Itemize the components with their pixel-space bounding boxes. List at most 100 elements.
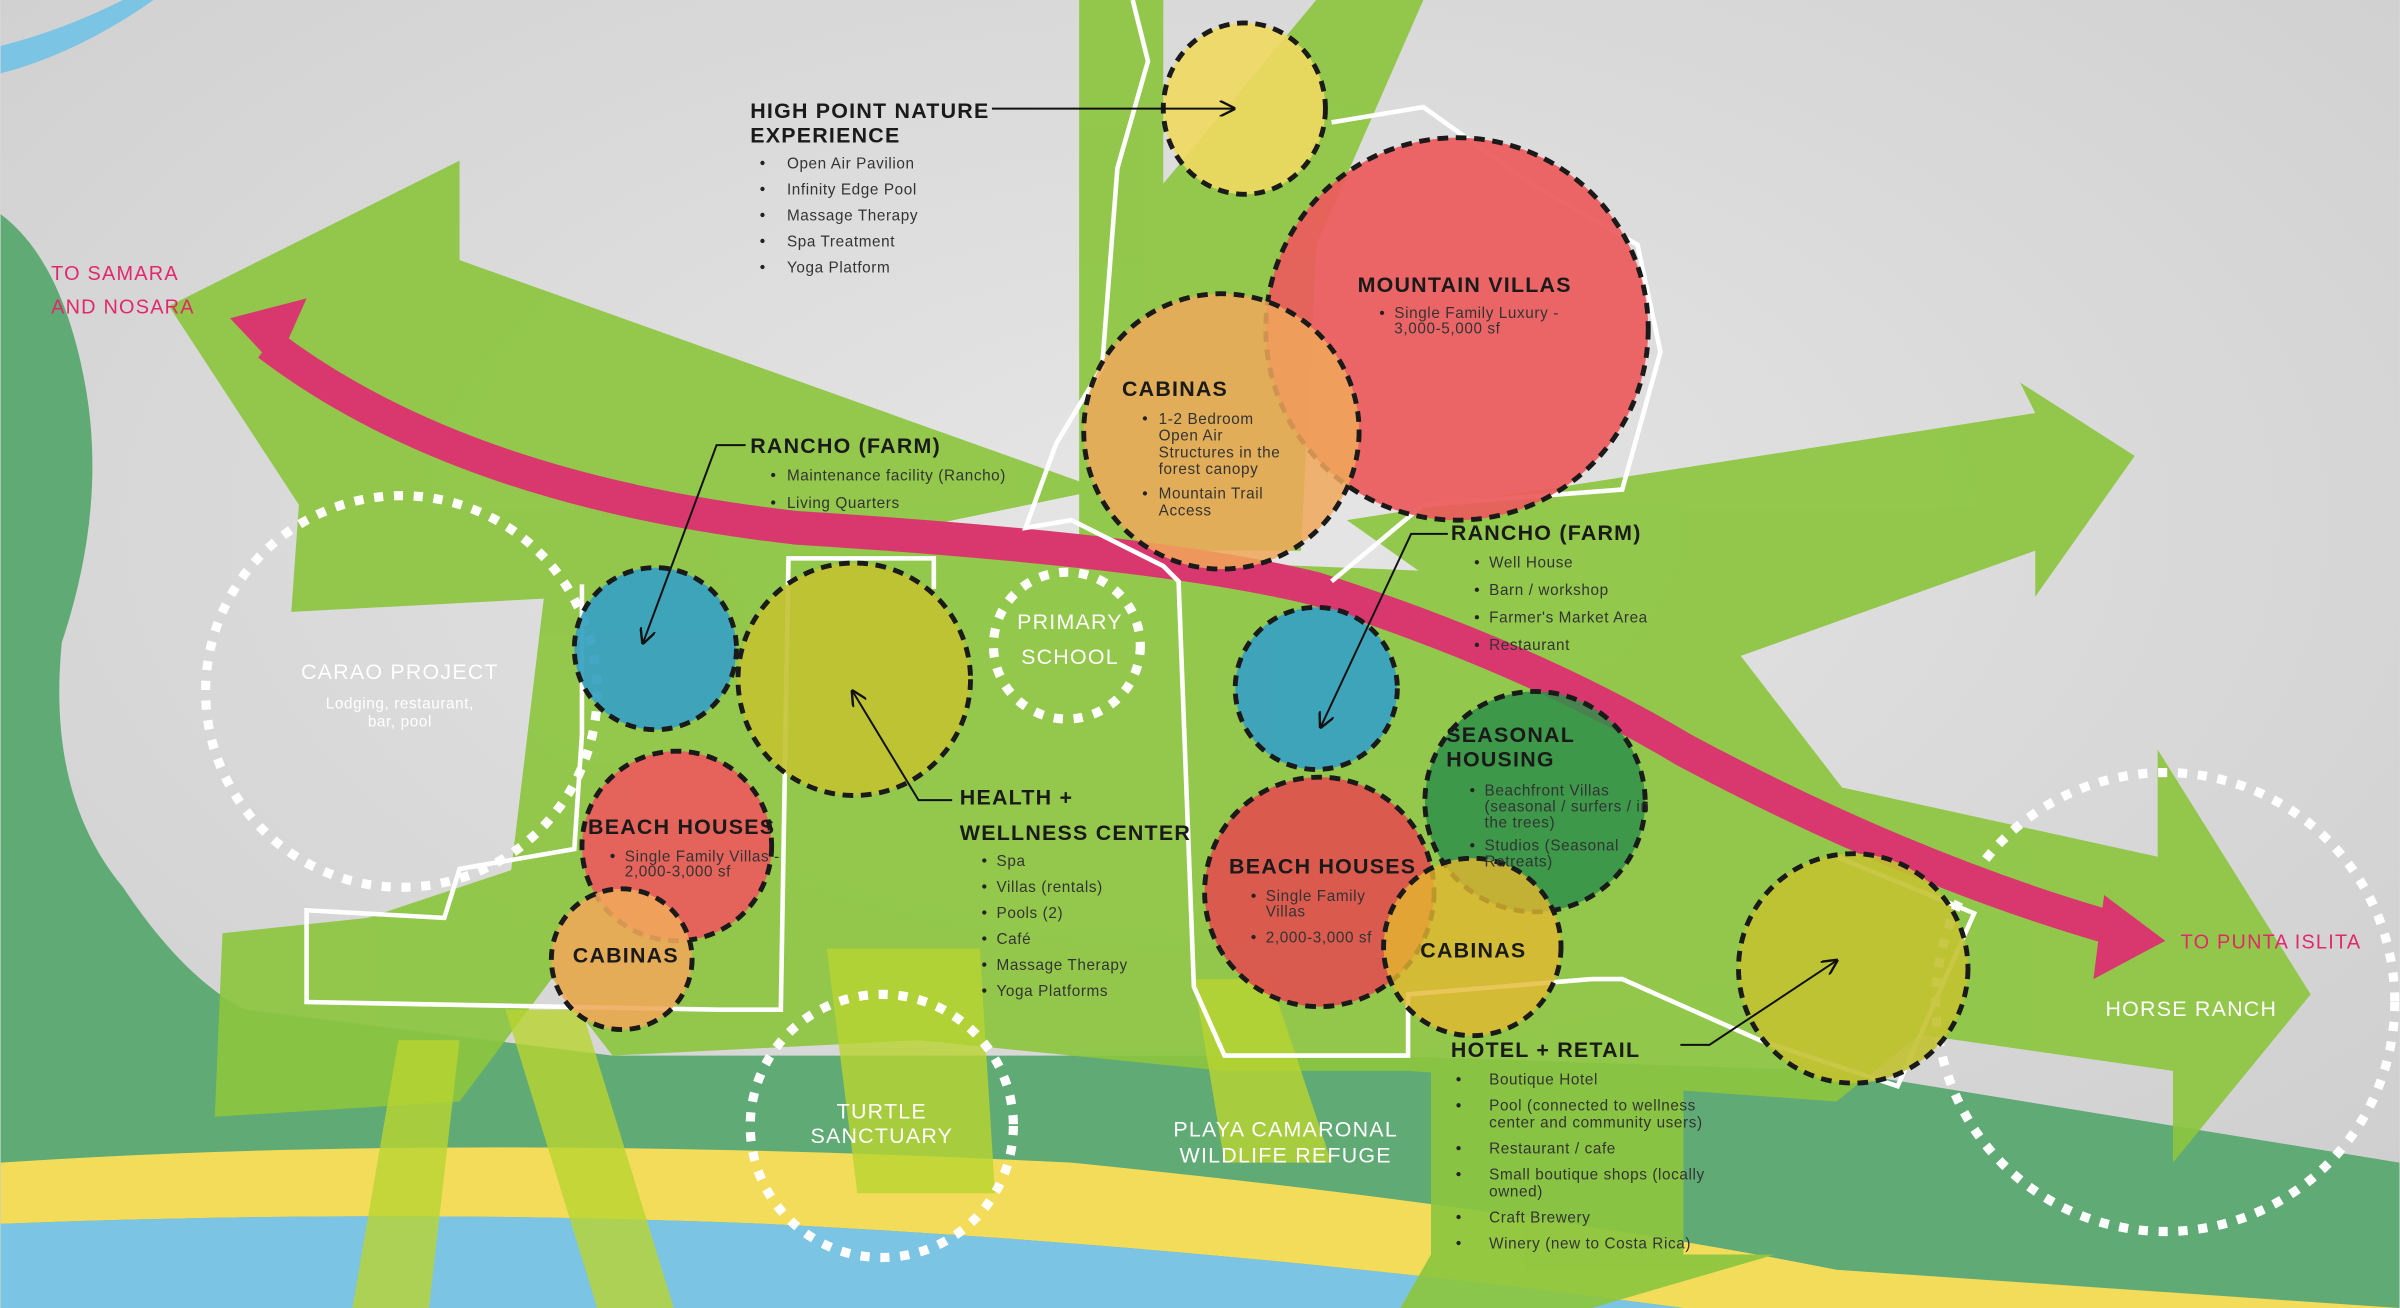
arrow-south-2 <box>352 1040 460 1308</box>
zone-cabinas-west[interactable] <box>548 886 695 1033</box>
rancho-east-title: RANCHO (FARM) <box>1451 521 1642 545</box>
primary-school-label-1: PRIMARY <box>1017 610 1123 634</box>
bullet-icon <box>1470 843 1475 848</box>
turtle-label-2: SANCTUARY <box>810 1124 953 1148</box>
list-item-text: Open Air Pavilion <box>787 155 915 172</box>
list-item-text: Restaurant / cafe <box>1489 1140 1616 1157</box>
primary-school-label-2: SCHOOL <box>1021 645 1119 669</box>
mountain-villas-title: MOUNTAIN VILLAS <box>1358 273 1572 297</box>
to-nosara-label: AND NOSARA <box>51 297 195 319</box>
road-arrowhead-west <box>230 298 307 368</box>
bullet-icon <box>982 962 987 967</box>
zone-cabinas-mountain[interactable] <box>1081 291 1362 572</box>
road-arrowhead-east <box>2093 894 2166 980</box>
list-item-text: Access <box>1159 503 1212 520</box>
list-item-text: Single Family Villas - <box>625 848 780 865</box>
bullet-icon <box>1251 893 1256 898</box>
bullet-icon <box>1142 491 1148 496</box>
list-item-text: Yoga Platform <box>787 259 890 276</box>
list-item-text: 2,000-3,000 sf <box>625 864 731 881</box>
rancho-west-list: Maintenance facility (Rancho)Living Quar… <box>771 467 1006 512</box>
bullet-icon <box>1379 310 1385 315</box>
list-item-text: Pools (2) <box>997 905 1064 922</box>
list-item-text: Boutique Hotel <box>1489 1072 1598 1089</box>
arrow-south-hotel <box>1400 1024 1776 1308</box>
list-item-text: Winery (new to Costa Rica) <box>1489 1235 1691 1252</box>
bullet-icon <box>760 186 765 192</box>
to-punta-islita-label: TO PUNTA ISLITA <box>2181 931 2362 953</box>
list-item-text: Spa <box>997 853 1026 870</box>
list-item-text: 3,000-5,000 sf <box>1394 321 1500 338</box>
bullet-icon <box>1456 1103 1461 1108</box>
bullet-icon <box>1456 1240 1461 1246</box>
zone-rancho-east[interactable] <box>1232 604 1400 772</box>
cabinas-east-title: CABINAS <box>1420 939 1526 963</box>
list-item-text: Massage Therapy <box>787 207 918 224</box>
playa-label-2: WILDLIFE REFUGE <box>1180 1144 1392 1168</box>
list-item-text: Massage Therapy <box>997 957 1128 974</box>
zone-rancho-west[interactable] <box>571 565 739 733</box>
bullet-icon <box>982 910 987 915</box>
bullet-icon <box>760 160 765 166</box>
list-item-text: Infinity Edge Pool <box>787 181 917 198</box>
horse-ranch-label: HORSE RANCH <box>2105 997 2277 1021</box>
bullet-icon <box>1456 1214 1461 1220</box>
bullet-icon <box>982 936 987 941</box>
bullet-icon <box>1456 1077 1461 1082</box>
list-item-text: Open Air <box>1159 428 1223 445</box>
list-item-text: Farmer's Market Area <box>1489 610 1648 627</box>
list-item-text: 1-2 Bedroom <box>1159 411 1254 428</box>
bullet-icon <box>1474 615 1480 620</box>
carao-title: CARAO PROJECT <box>301 660 499 684</box>
carao-desc-2: bar, pool <box>368 714 432 731</box>
main-road <box>258 330 2124 947</box>
list-item-text: Small boutique shops (locally <box>1489 1166 1705 1183</box>
health-title-2: WELLNESS CENTER <box>960 821 1191 845</box>
bullet-icon <box>982 858 987 863</box>
list-item-text: the trees) <box>1485 815 1556 832</box>
list-item-text: Villas <box>1266 903 1306 920</box>
list-item-text: Maintenance facility (Rancho) <box>787 467 1006 484</box>
arrow-southwest <box>214 856 552 1117</box>
zone-health-wellness[interactable] <box>735 560 973 798</box>
bullet-icon <box>1456 1171 1461 1177</box>
bullet-icon <box>1470 788 1475 793</box>
bullet-icon <box>760 264 765 270</box>
list-item-text: Barn / workshop <box>1489 582 1609 599</box>
bullet-icon <box>1474 642 1480 647</box>
zone-hotel-retail[interactable] <box>1736 851 1971 1086</box>
bullet-icon <box>610 853 615 859</box>
high-point-title-1: HIGH POINT NATURE <box>750 99 989 123</box>
beach-houses-west-title: BEACH HOUSES <box>588 815 775 839</box>
zone-mountain-villas[interactable] <box>1263 135 1651 523</box>
list-item-text: Mountain Trail <box>1159 486 1264 503</box>
leader-health <box>853 691 953 802</box>
arrow-south-3 <box>826 948 996 1194</box>
playa-label-1: PLAYA CAMARONAL <box>1173 1118 1398 1142</box>
leader-rancho-east <box>1321 532 1448 727</box>
seasonal-title-1: SEASONAL <box>1446 723 1575 747</box>
bullet-icon <box>1142 416 1148 421</box>
list-item-text: Villas (rentals) <box>997 879 1103 896</box>
beach-houses-west-list: Single Family Villas -2,000-3,000 sf <box>610 848 780 881</box>
list-item-text: Restaurant <box>1489 637 1570 654</box>
turtle-sanctuary-zone[interactable] <box>745 989 1018 1263</box>
bullet-icon <box>771 472 776 478</box>
to-samara-label: TO SAMARA <box>51 263 179 285</box>
bullet-icon <box>1474 560 1480 565</box>
list-item-text: Single Family Luxury - <box>1394 305 1559 322</box>
bullet-icon <box>760 212 765 218</box>
primary-school-zone[interactable] <box>988 567 1145 724</box>
list-item-text: Retreats) <box>1485 854 1553 871</box>
list-item-text: Yoga Platforms <box>997 983 1109 1000</box>
bullet-icon <box>771 500 776 505</box>
zone-cabinas-east[interactable] <box>1381 855 1564 1039</box>
river-top-left <box>0 0 154 74</box>
